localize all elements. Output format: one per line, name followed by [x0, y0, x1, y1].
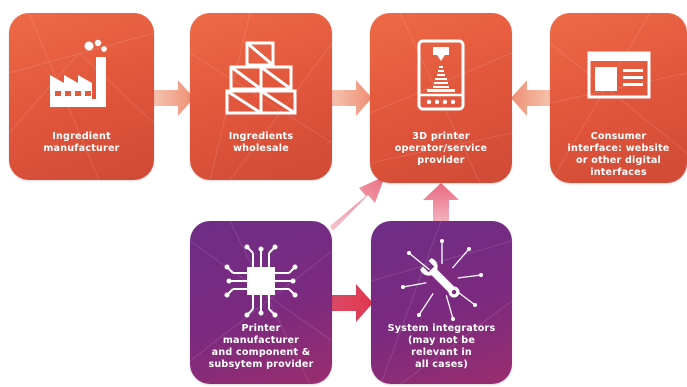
- node-system-integrators: System integrators (may not be relevant …: [371, 221, 512, 384]
- wrench-icon: [400, 239, 483, 321]
- node-label: System integrators (may not be relevant …: [387, 323, 496, 370]
- node-label: Ingredients wholesale: [228, 131, 294, 154]
- arrow-printer-manufacturer-to-integrators: [330, 284, 373, 322]
- arrow-printer-manufacturer-to-operator: [330, 176, 385, 231]
- arrow-integrators-to-operator: [423, 183, 459, 222]
- arrow-manufacturer-to-wholesale: [153, 80, 194, 116]
- node-label: Ingredient manufacturer: [43, 131, 120, 154]
- arrow-wholesale-to-operator: [330, 80, 372, 116]
- node-consumer-interface: Consumer interface: website or other dig…: [550, 13, 687, 183]
- node-label: Printer manufacturer and component & sub…: [208, 323, 314, 370]
- node-label: Consumer interface: website or other dig…: [567, 131, 670, 178]
- 3d-printer-icon: [417, 39, 465, 111]
- node-3d-printer-operator: 3D printer operator/service provider: [370, 13, 512, 183]
- node-ingredients-wholesale: Ingredients wholesale: [190, 13, 332, 180]
- browser-window-icon: [587, 51, 650, 99]
- microchip-icon: [224, 244, 298, 318]
- node-printer-manufacturer: Printer manufacturer and component & sub…: [190, 221, 332, 384]
- factory-icon: [49, 39, 107, 107]
- node-ingredient-manufacturer: Ingredient manufacturer: [9, 13, 154, 180]
- crates-icon: [225, 41, 297, 115]
- arrow-consumer-to-operator: [511, 80, 553, 116]
- node-label: 3D printer operator/service provider: [394, 131, 488, 166]
